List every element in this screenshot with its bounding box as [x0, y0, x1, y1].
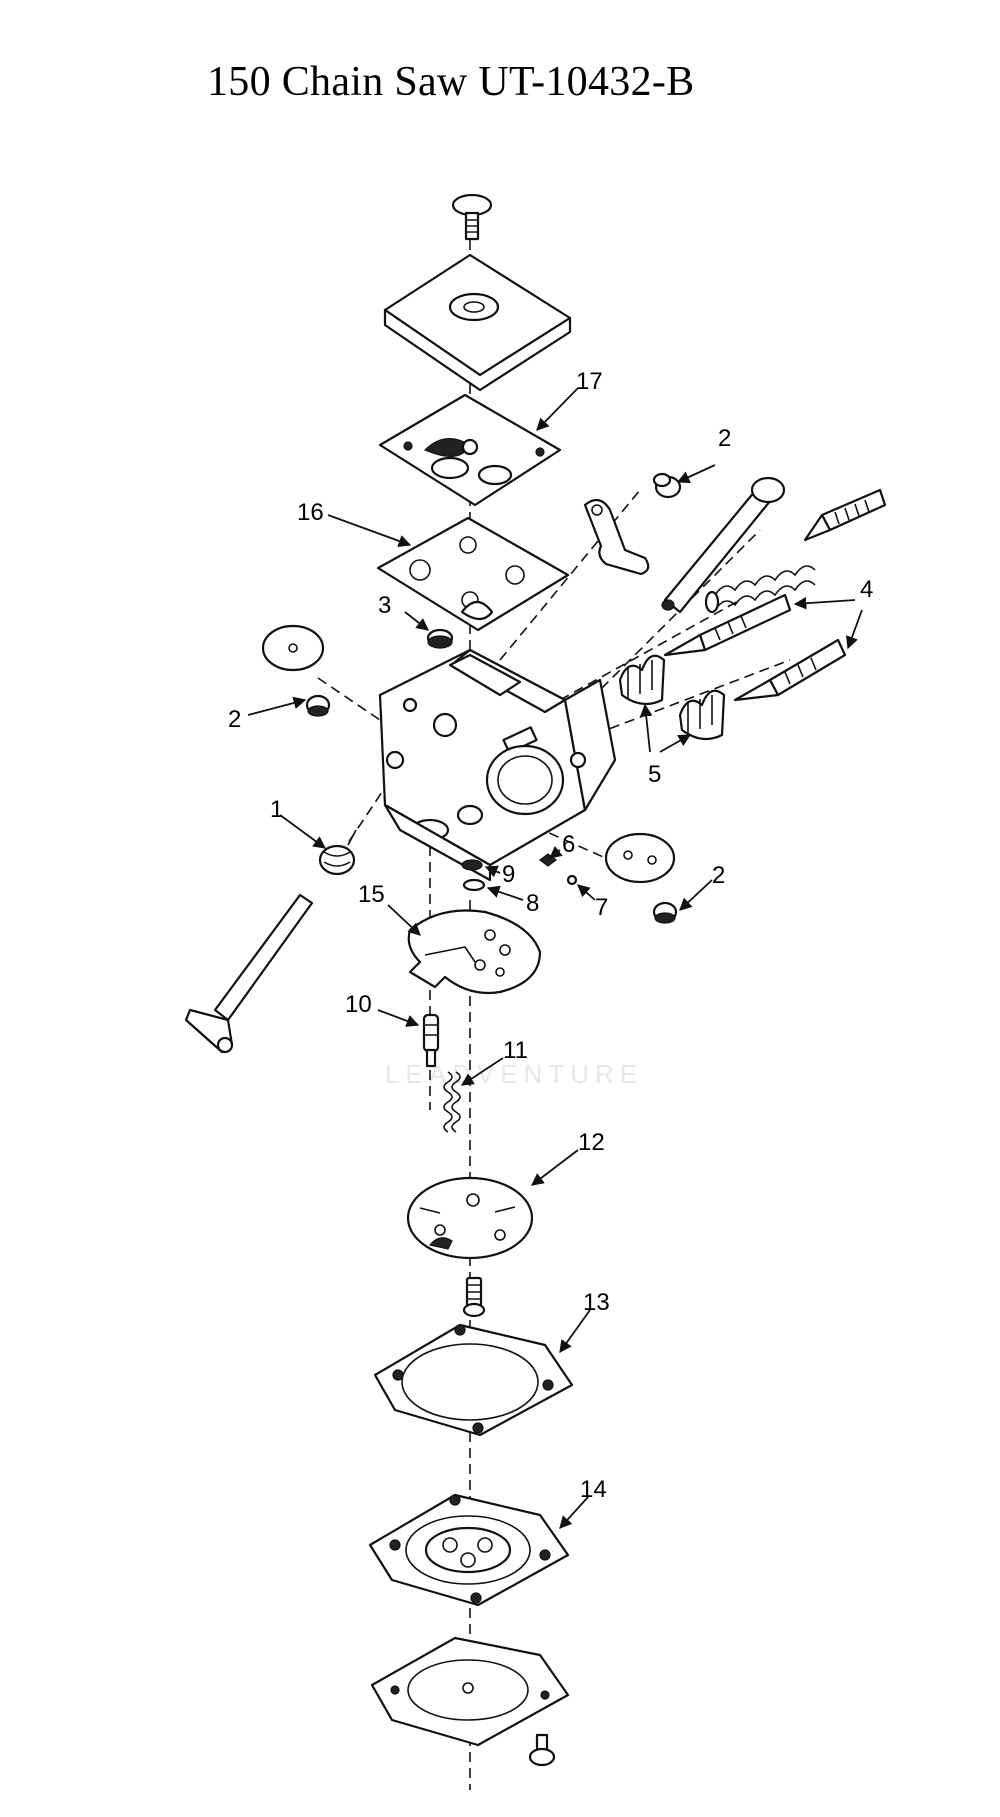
bottom-cover	[370, 1636, 570, 1747]
callout-10: 10	[345, 991, 372, 1018]
callout-16: 16	[297, 499, 324, 526]
leader-14	[559, 1496, 589, 1529]
callout-7: 7	[595, 894, 608, 921]
leader-10	[377, 1009, 420, 1027]
leader-2-left	[247, 696, 307, 716]
pump-gasket-17	[378, 393, 562, 507]
dash-shaft-right	[589, 529, 761, 701]
callout-15: 15	[358, 881, 385, 908]
leader-12	[530, 1149, 579, 1186]
metering-cover-plate-14	[368, 1493, 570, 1607]
callout-13: 13	[583, 1289, 610, 1316]
screw-2-top	[652, 472, 682, 499]
leader-5a	[639, 703, 653, 753]
top-screw	[451, 193, 493, 241]
callout-2-left: 2	[228, 706, 241, 733]
callout-5: 5	[648, 761, 661, 788]
dash-needle-lower	[579, 659, 791, 741]
part-7	[566, 874, 578, 886]
callout-6: 6	[562, 831, 575, 858]
pump-diaphragm-16	[376, 516, 570, 632]
callout-11: 11	[503, 1037, 528, 1064]
leader-7	[577, 884, 596, 901]
dash-shaft-lower	[329, 779, 391, 871]
callout-2-right: 2	[712, 862, 725, 889]
leader-6	[549, 845, 563, 859]
leader-5b	[659, 734, 692, 753]
leader-4a	[793, 596, 856, 610]
metering-plate-15	[407, 909, 542, 995]
throttle-plate-left	[261, 624, 325, 672]
mixture-needle-4a	[663, 593, 792, 657]
dash-needle-upper	[559, 599, 741, 701]
cover-plate	[383, 253, 572, 392]
part-8	[462, 878, 486, 892]
leader-15	[387, 904, 421, 936]
leader-lines	[247, 387, 863, 1529]
needle-springs-5	[618, 654, 726, 741]
callout-9: 9	[502, 861, 515, 888]
callout-2-top: 2	[718, 425, 731, 452]
leader-8	[486, 885, 524, 901]
metering-diaphragm-12	[406, 1176, 534, 1260]
callout-4: 4	[860, 576, 873, 603]
callout-3: 3	[378, 592, 391, 619]
callout-17: 17	[576, 368, 603, 395]
return-spring-1	[318, 829, 357, 876]
leader-13	[559, 1309, 591, 1354]
screen-3	[426, 628, 454, 649]
bottom-screw	[528, 1733, 556, 1767]
leader-11	[460, 1057, 504, 1086]
needle-spring-upper	[704, 565, 816, 614]
metering-gasket-13	[373, 1323, 574, 1437]
mixture-needle-4b	[733, 638, 847, 702]
carburetor-body	[378, 648, 617, 882]
leader-17	[536, 387, 579, 431]
choke-shaft	[661, 476, 786, 614]
diagram-title: 150 Chain Saw UT-10432-B	[207, 59, 695, 105]
leader-3	[404, 611, 429, 631]
throttle-shaft	[184, 893, 314, 1054]
leader-1	[279, 814, 327, 849]
leader-2-right	[679, 879, 713, 911]
leader-9	[484, 865, 501, 878]
choke-plate-right	[604, 832, 676, 884]
dash-lever-left	[317, 677, 381, 721]
screw-2-right	[652, 901, 678, 924]
screw-2-left	[305, 694, 331, 717]
mid-screw	[462, 1276, 486, 1318]
leader-2-top	[676, 464, 716, 483]
callout-8: 8	[526, 890, 539, 917]
leader-16	[327, 514, 412, 548]
idle-needle	[803, 488, 887, 542]
callout-12: 12	[578, 1129, 605, 1156]
part-9	[461, 859, 483, 871]
callout-14: 14	[580, 1476, 607, 1503]
inlet-needle-10	[422, 1013, 440, 1068]
metering-spring-11	[443, 1071, 461, 1133]
callout-1: 1	[270, 796, 283, 823]
callout-labels: 17 2 16 3 2 1 4 5 6 7 8 9 2 15 10 11 12 …	[228, 368, 873, 1503]
dash-throttle-lever	[499, 489, 641, 661]
leader-4b	[846, 609, 863, 650]
throttle-lever	[583, 498, 650, 576]
